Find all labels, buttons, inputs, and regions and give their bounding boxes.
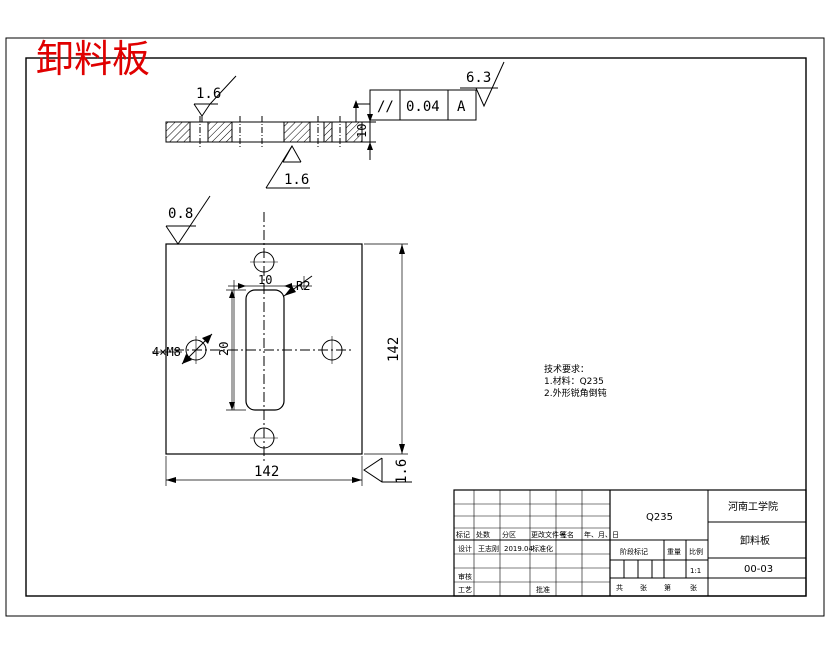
hatch-2 [207,121,233,143]
drawing-title: 卸料板 [36,37,150,81]
process-label: 工艺 [458,586,472,594]
section-view: 1.6 1.6 10 // 0.04 A 6.3 [165,61,505,189]
scale-value: 1:1 [690,567,701,575]
slot-width-label: 10 [258,273,272,287]
header-mark: 标记 [456,530,470,539]
header-count: 处数 [476,530,490,539]
designer-name: 王志刚 [478,544,499,553]
drawing-number: 00-03 [744,564,773,575]
sheet-no-label: 第 [664,583,671,592]
material-value: Q235 [646,512,673,523]
school-name: 河南工学院 [728,500,778,513]
approve-label: 批准 [536,585,550,594]
tolerance-datum: A [457,99,466,115]
roughness-frame-label: 6.3 [466,70,491,86]
check-label: 审核 [458,572,472,581]
thickness-label: 10 [355,124,369,138]
header-date: 年、月、日 [584,530,619,539]
holes-label: 4×M8 [152,345,181,359]
header-zone: 分区 [502,530,516,539]
sheet-unit-1: 张 [640,583,647,592]
sheet-unit-2: 张 [690,583,697,592]
tech-notes-line1: 1.材料：Q235 [544,375,604,387]
tolerance-value: 0.04 [406,99,440,115]
hatch-5 [345,121,363,143]
outer-frame [5,37,825,617]
radius-label: R2 [296,279,310,293]
roughness-top-label: 1.6 [196,86,221,102]
slot-length-label: 20 [217,342,231,356]
slot [245,289,285,411]
roughness-plan-label: 0.8 [168,206,193,222]
roughness-bottom-label: 1.6 [284,172,309,188]
tech-notes-heading: 技术要求： [544,363,589,375]
tolerance-symbol: // [377,99,394,115]
header-signature: 签名 [560,530,574,539]
tolerance-frame [369,89,477,121]
inner-frame [25,57,807,597]
tech-notes: 技术要求： 1.材料：Q235 2.外形锐角倒钝 [544,363,607,399]
height-label: 142 [386,337,402,362]
standard-label: 标准化 [532,544,553,553]
design-date: 2019.04 [504,545,533,553]
sheets-total-label: 共 [616,583,623,592]
stage-label: 阶段标记 [620,547,648,556]
hatch-4 [323,121,333,143]
width-label: 142 [254,464,279,480]
header-change-doc: 更改文件号 [531,530,566,539]
part-name: 卸料板 [740,534,770,547]
tech-notes-line2: 2.外形锐角倒钝 [544,387,607,399]
weight-label: 重量 [667,548,681,556]
title-block [453,489,807,597]
scale-label: 比例 [689,547,703,556]
roughness-right-label: 1.6 [394,459,410,484]
hatch-1 [165,121,191,143]
plan-view: 0.8 10 R2 20 [152,195,412,486]
hatch-3 [283,121,311,143]
design-label: 设计 [458,544,472,553]
